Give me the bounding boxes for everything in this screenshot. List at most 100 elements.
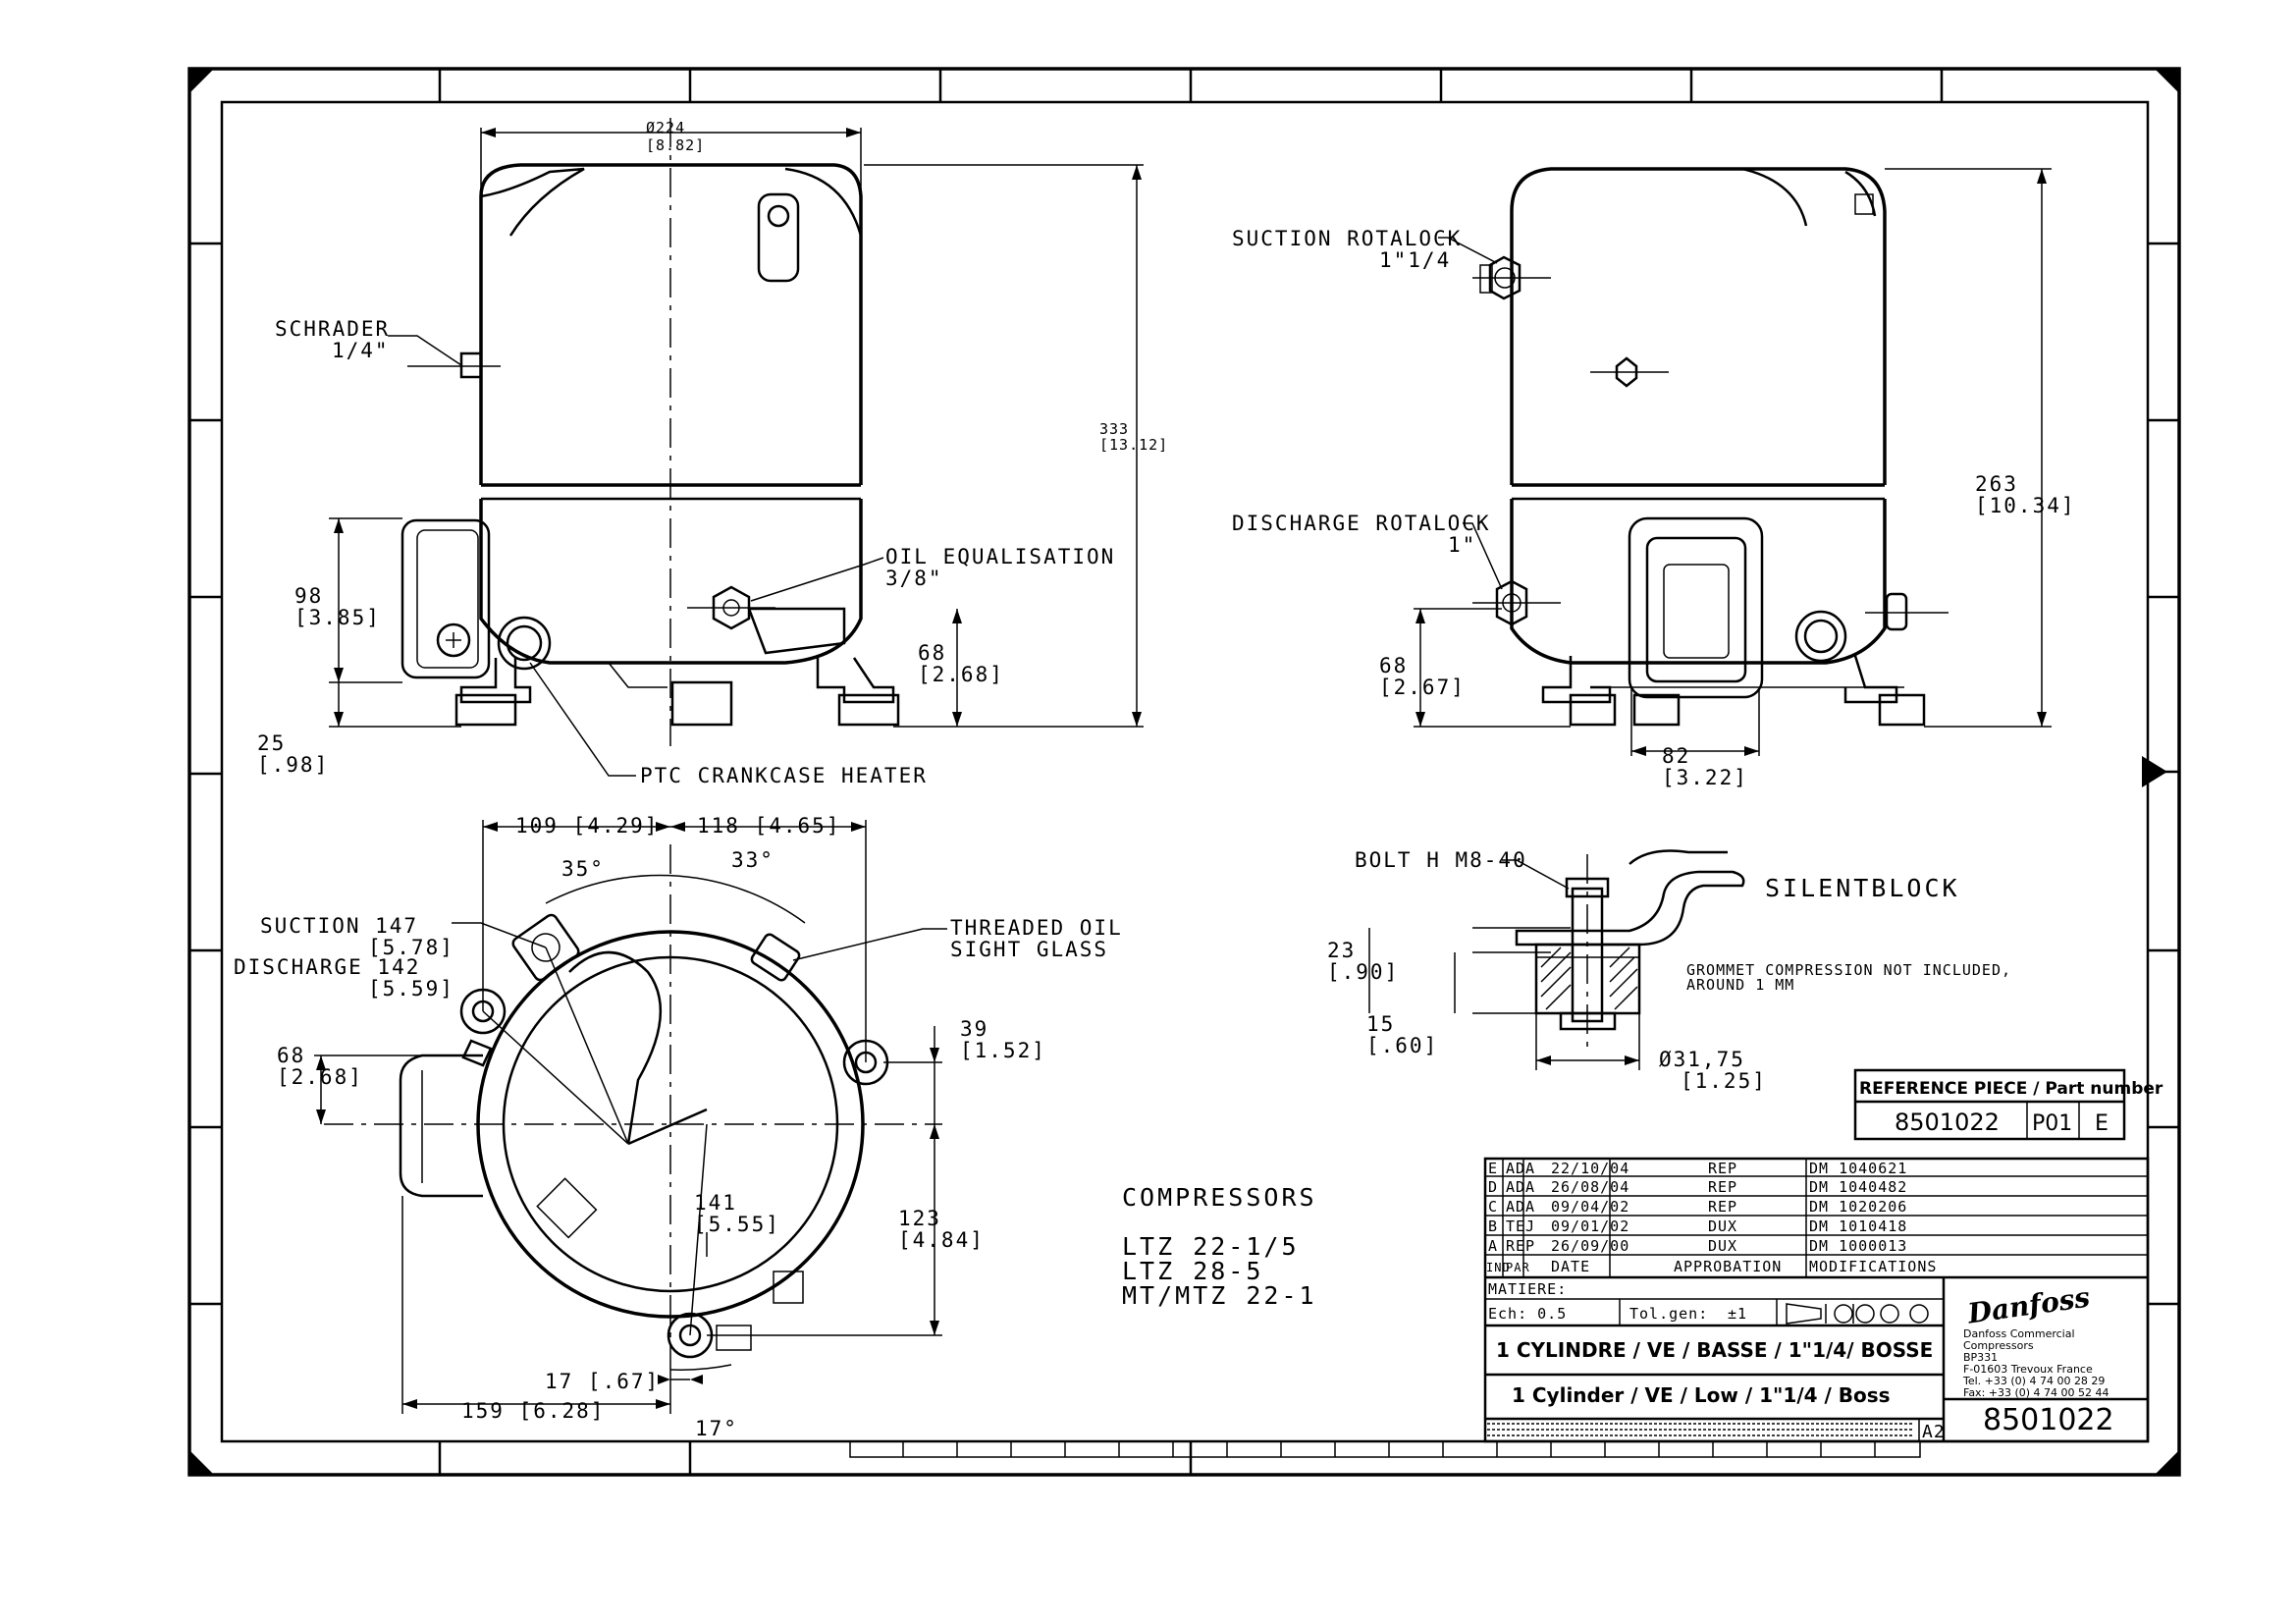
dim-diameter-in: [8.82] <box>646 136 705 154</box>
svg-text:E: E <box>1488 1160 1498 1177</box>
silentblock-detail <box>1368 849 1745 1070</box>
dim-159: 159 [6.28] <box>461 1399 605 1423</box>
dim-discharge-142: DISCHARGE 142 <box>234 955 420 979</box>
table-row: C ADA 09/04/02 REP DM 1020206 <box>1485 1198 2148 1217</box>
projection-symbol-icon <box>1786 1303 1929 1325</box>
revision-table: E ADA 22/10/04 REP DM 1040621 D ADA 26/0… <box>1485 1160 2148 1275</box>
svg-text:09/04/02: 09/04/02 <box>1551 1198 1629 1216</box>
table-row: B TEJ 09/01/02 DUX DM 1010418 <box>1485 1217 2148 1236</box>
side-view-compressor <box>1472 167 1949 727</box>
svg-text:REP: REP <box>1708 1178 1737 1196</box>
dim-98: 98 <box>294 584 323 608</box>
svg-text:B: B <box>1488 1217 1498 1235</box>
sheet-format: A2 <box>1922 1422 1946 1442</box>
dim-angle-33: 33° <box>731 848 774 872</box>
danfoss-logo: Danfoss <box>1965 1280 2093 1329</box>
dim-discharge-142-in: [5.59] <box>368 977 454 1001</box>
svg-text:DM 1020206: DM 1020206 <box>1809 1198 1907 1216</box>
corner-mark-tl <box>189 69 214 93</box>
dim-68a: 68 <box>918 641 946 665</box>
compressor-model: LTZ 28-5 <box>1122 1257 1263 1285</box>
svg-text:REP: REP <box>1708 1198 1737 1216</box>
label-sight-glass: SIGHT GLASS <box>950 938 1108 961</box>
scale-label: Ech: 0.5 <box>1488 1305 1567 1323</box>
svg-text:DATE: DATE <box>1551 1258 1590 1275</box>
svg-text:D: D <box>1488 1178 1498 1196</box>
svg-text:REP: REP <box>1708 1160 1737 1177</box>
dim-109: 109 [4.29] <box>515 814 659 838</box>
dim-141-in: [5.55] <box>694 1213 780 1236</box>
reference-header: REFERENCE PIECE / Part number <box>1859 1079 2163 1099</box>
table-row: D ADA 26/08/04 REP DM 1040482 <box>1485 1178 2148 1197</box>
top-view-dimensions <box>314 820 947 1414</box>
reference-rev: E <box>2095 1111 2109 1136</box>
label-bolt: BOLT H M8-40 <box>1355 848 1527 872</box>
table-header-row: IND PAR DATE APPROBATION MODIFICATIONS <box>1486 1258 1937 1275</box>
svg-text:09/01/02: 09/01/02 <box>1551 1217 1629 1235</box>
svg-text:22/10/04: 22/10/04 <box>1551 1160 1629 1177</box>
corner-mark-br <box>2155 1450 2179 1475</box>
dim-68b: 68 <box>1379 654 1408 677</box>
title-block-frame <box>1483 1157 2150 1443</box>
label-oil-equalisation: OIL EQUALISATION <box>885 545 1115 568</box>
dim-263: 263 <box>1975 472 2018 496</box>
company-line: Fax: +33 (0) 4 74 00 52 44 <box>1963 1386 2109 1399</box>
dim-39-in: [1.52] <box>960 1039 1046 1062</box>
label-schrader: SCHRADER <box>275 317 390 341</box>
compressors-title: COMPRESSORS <box>1122 1183 1317 1212</box>
company-line: Tel. +33 (0) 4 74 00 28 29 <box>1962 1375 2105 1387</box>
tolerance-label: Tol.gen: <box>1629 1305 1708 1323</box>
svg-text:TEJ: TEJ <box>1506 1217 1535 1235</box>
label-grommet-1: GROMMET COMPRESSION NOT INCLUDED, <box>1686 961 2011 979</box>
reference-code: P01 <box>2032 1111 2072 1136</box>
corner-mark-bl <box>189 1450 214 1475</box>
confidentiality-note <box>1487 1423 1914 1436</box>
dim-123: 123 <box>898 1207 941 1230</box>
svg-text:APPROBATION: APPROBATION <box>1674 1258 1782 1275</box>
dim-333-in: [13.12] <box>1099 436 1168 454</box>
label-threaded-oil: THREADED OIL <box>950 916 1123 940</box>
dim-15: 15 <box>1366 1012 1395 1036</box>
label-discharge-rotalock-size: 1" <box>1448 533 1476 557</box>
dim-suction-147-in: [5.78] <box>368 936 454 959</box>
dim-31-75: Ø31,75 <box>1659 1048 1745 1071</box>
label-suction-rotalock: SUCTION ROTALOCK <box>1232 227 1462 250</box>
company-line: Compressors <box>1963 1339 2034 1352</box>
svg-text:PAR: PAR <box>1506 1261 1530 1274</box>
dim-68c: 68 <box>277 1044 305 1067</box>
company-line: Danfoss Commercial <box>1963 1327 2075 1340</box>
label-schrader-size: 1/4" <box>332 339 390 362</box>
reference-part-number: 8501022 <box>1895 1109 2000 1136</box>
dim-39: 39 <box>960 1017 988 1041</box>
svg-text:ADA: ADA <box>1506 1178 1535 1196</box>
dim-263-in: [10.34] <box>1975 494 2076 517</box>
compressor-model: MT/MTZ 22-1 <box>1122 1281 1317 1310</box>
dim-suction-147: SUCTION 147 <box>260 914 418 938</box>
svg-text:IND: IND <box>1486 1261 1511 1274</box>
dim-82-in: [3.22] <box>1662 766 1748 789</box>
dim-diameter: Ø224 <box>646 119 685 136</box>
tolerance-value: ±1 <box>1728 1305 1747 1323</box>
svg-text:DUX: DUX <box>1708 1237 1737 1255</box>
label-discharge-rotalock: DISCHARGE ROTALOCK <box>1232 512 1491 535</box>
svg-text:C: C <box>1488 1198 1498 1216</box>
label-oil-equalisation-size: 3/8" <box>885 567 943 590</box>
svg-text:DM 1040621: DM 1040621 <box>1809 1160 1907 1177</box>
dim-98-in: [3.85] <box>294 606 381 629</box>
company-line: F-01603 Trevoux France <box>1963 1363 2093 1376</box>
svg-text:REP: REP <box>1506 1237 1535 1255</box>
svg-text:MODIFICATIONS: MODIFICATIONS <box>1809 1258 1937 1275</box>
top-view-compressor <box>324 844 942 1365</box>
dim-23: 23 <box>1327 939 1356 962</box>
corner-mark-tr <box>2155 69 2179 93</box>
scale-ruler <box>849 1440 1921 1458</box>
frame-ticks <box>189 69 2179 1475</box>
svg-text:26/09/00: 26/09/00 <box>1551 1237 1629 1255</box>
dim-123-in: [4.84] <box>898 1228 985 1252</box>
svg-text:DM 1040482: DM 1040482 <box>1809 1178 1907 1196</box>
front-view-compressor <box>400 118 900 746</box>
svg-text:26/08/04: 26/08/04 <box>1551 1178 1629 1196</box>
label-grommet-2: AROUND 1 MM <box>1686 976 1794 994</box>
dim-82: 82 <box>1662 744 1690 768</box>
